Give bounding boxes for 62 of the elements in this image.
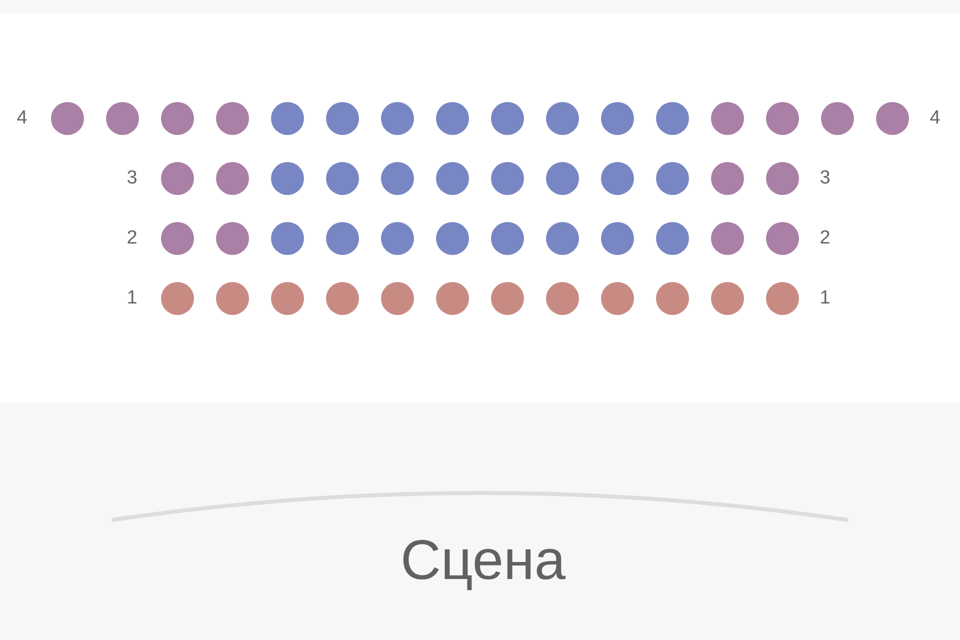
seat-icon bbox=[766, 222, 798, 254]
seat-icon bbox=[326, 102, 358, 134]
seat-icon bbox=[216, 162, 248, 194]
seat-icon bbox=[380, 222, 414, 254]
seat-icon bbox=[270, 222, 304, 254]
row-number: 2 bbox=[820, 228, 830, 248]
seat-icon bbox=[656, 282, 688, 314]
seat-icon bbox=[436, 162, 468, 194]
seat-icon bbox=[600, 162, 634, 194]
seat-icon bbox=[766, 282, 798, 314]
seat-icon bbox=[710, 102, 744, 134]
seat-icon bbox=[380, 162, 414, 194]
seat-icon bbox=[600, 222, 634, 254]
seat-icon bbox=[270, 162, 304, 194]
seat-icon bbox=[160, 222, 194, 254]
seat-icon bbox=[766, 162, 798, 194]
seat-icon bbox=[710, 282, 744, 314]
seat-icon bbox=[326, 282, 358, 314]
row-number: 3 bbox=[126, 168, 138, 188]
seat-icon bbox=[490, 102, 524, 134]
seat-icon bbox=[710, 222, 744, 254]
row-number: 4 bbox=[16, 108, 28, 128]
seat-icon bbox=[876, 102, 908, 134]
seat-icon bbox=[546, 162, 578, 194]
seat-icon bbox=[490, 162, 524, 194]
seat-icon bbox=[160, 282, 194, 314]
seat-icon bbox=[546, 102, 578, 134]
seat-icon bbox=[820, 102, 854, 134]
seat-icon bbox=[380, 282, 414, 314]
seat-icon bbox=[270, 282, 304, 314]
seat-icon bbox=[160, 102, 194, 134]
seat-icon bbox=[436, 102, 468, 134]
row-number: 2 bbox=[126, 228, 138, 248]
seat-icon bbox=[50, 102, 84, 134]
seat-icon bbox=[106, 102, 138, 134]
row-number: 4 bbox=[930, 108, 940, 128]
seat-icon bbox=[436, 282, 468, 314]
row-number: 1 bbox=[126, 288, 138, 308]
seat-icon bbox=[656, 102, 688, 134]
seat-icon bbox=[326, 222, 358, 254]
seat-icon bbox=[766, 102, 798, 134]
seat-icon bbox=[600, 102, 634, 134]
row-number: 3 bbox=[820, 168, 830, 188]
seat-icon bbox=[710, 162, 744, 194]
seat-icon bbox=[546, 222, 578, 254]
seat-icon bbox=[270, 102, 304, 134]
seat-icon bbox=[600, 282, 634, 314]
seat-icon bbox=[656, 162, 688, 194]
seat-icon bbox=[656, 222, 688, 254]
seat-icon bbox=[490, 222, 524, 254]
row-number: 1 bbox=[820, 288, 830, 308]
seat-icon bbox=[216, 282, 248, 314]
stage-area bbox=[0, 402, 960, 640]
seat-icon bbox=[490, 282, 524, 314]
seat-icon bbox=[216, 102, 248, 134]
seat-icon bbox=[216, 222, 248, 254]
stage-label: Сцена bbox=[400, 532, 566, 588]
seat-icon bbox=[160, 162, 194, 194]
seat-icon bbox=[326, 162, 358, 194]
seat-icon bbox=[380, 102, 414, 134]
seat-icon bbox=[546, 282, 578, 314]
seat-icon bbox=[436, 222, 468, 254]
